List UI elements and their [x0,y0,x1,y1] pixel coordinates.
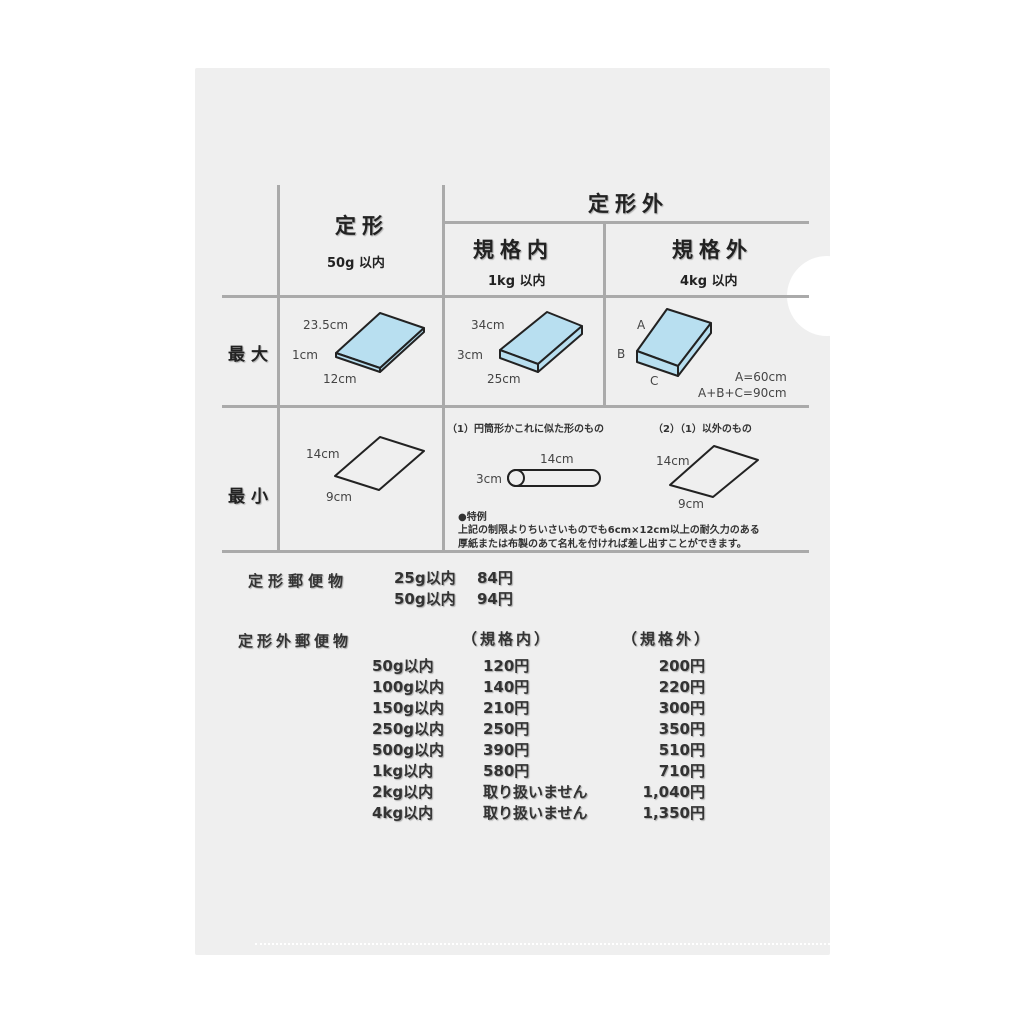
rate-in: 取り扱いません [483,804,588,822]
rate-in: 580円 [483,762,530,780]
rate-price: 84円 [477,569,513,587]
rate-in: 140円 [483,678,530,696]
dimension-label: 9cm [678,497,704,511]
header-teikei-weight: 50g 以内 [327,256,385,271]
divider [603,222,606,406]
dimension-label: A [637,318,646,332]
divider [442,185,445,552]
rate-out: 710円 [658,762,705,780]
rate-in: 120円 [483,657,530,675]
dimension-label: 1cm [292,348,318,362]
row-min-label: 最小 [228,487,274,507]
dimension-label: 14cm [656,454,690,468]
dimension-label: 14cm [540,452,574,466]
dimension-label: B [617,347,626,361]
teikei-rates-title: 定形郵便物 [248,572,349,590]
rate-out: 200円 [658,657,705,675]
rate-weight: 250g以内 [372,720,445,738]
special-title: ●特例 [458,512,487,523]
rate-in: 210円 [483,699,530,717]
divider [222,550,809,553]
dimension-label: 12cm [323,372,357,386]
dimension-label: 3cm [476,472,502,486]
rate-weight: 50g以内 [372,657,434,675]
teikeigai-rates-title: 定形外郵便物 [238,632,353,650]
rate-price: 94円 [477,590,513,608]
rate-out: 350円 [658,720,705,738]
dimension-label: C [650,374,659,388]
rate-out: 510円 [658,741,705,759]
rate-weight: 500g以内 [372,741,445,759]
dimension-label: 9cm [326,490,352,504]
divider [443,221,809,224]
divider [222,295,809,298]
dimension-label: 25cm [487,372,521,386]
file-edge [255,943,830,945]
dimension-label: 14cm [306,447,340,461]
other-min-rect [669,445,759,498]
rate-weight: 100g以内 [372,678,445,696]
rate-out: 1,350円 [642,804,705,822]
note-other: （2）（1）以外のもの [653,424,752,435]
dimension-label: 34cm [471,318,505,332]
size-rule: A+B+C=90cm [698,386,787,400]
column-header-kikakunai: （規格内） [462,630,553,648]
rate-out: 300円 [658,699,705,717]
size-rule: A=60cm [735,370,787,384]
rate-weight: 1kg以内 [372,762,434,780]
header-kikakunai-weight: 1kg 以内 [488,274,546,289]
rate-weight: 25g以内 [394,569,456,587]
rate-weight: 150g以内 [372,699,445,717]
note-cylinder: （1）円筒形かこれに似た形のもの [447,424,604,435]
column-header-kikakugai: （規格外） [622,630,713,648]
dimension-label: 23.5cm [303,318,349,332]
header-teikeigai: 定形外 [588,192,669,216]
special-text: 厚紙または布製のあて名札を付ければ差し出すことができます。 [458,539,747,550]
dimension-label: 3cm [457,348,483,362]
special-text: 上記の制限よりちいさいものでも6cm×12cm以上の耐久力のある [458,525,760,536]
header-kikakugai-weight: 4kg 以内 [680,274,738,289]
rate-weight: 2kg以内 [372,783,434,801]
rate-out: 1,040円 [642,783,705,801]
rate-in: 390円 [483,741,530,759]
teikei-min-rect [334,436,425,491]
divider [222,405,809,408]
rate-in: 250円 [483,720,530,738]
header-kikakunai: 規格内 [473,238,554,262]
rate-weight: 4kg以内 [372,804,434,822]
row-max-label: 最大 [228,345,274,365]
rate-in: 取り扱いません [483,783,588,801]
divider [277,185,280,552]
header-teikei: 定形 [335,214,389,238]
rate-out: 220円 [658,678,705,696]
rate-weight: 50g以内 [394,590,456,608]
clear-file [195,68,830,955]
header-kikakugai: 規格外 [672,238,753,262]
